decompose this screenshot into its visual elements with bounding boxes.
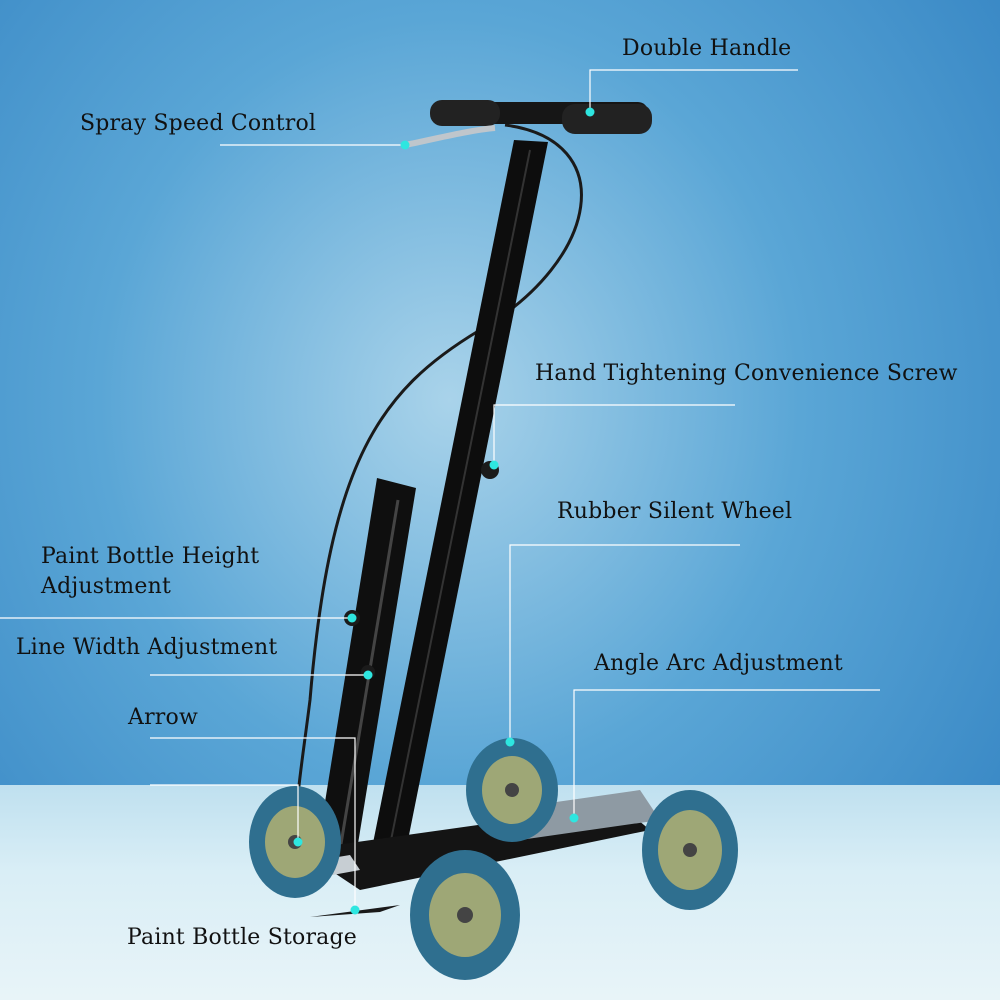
arrow-tip — [310, 905, 400, 917]
wheel-back-right — [466, 738, 558, 842]
label-arrow: Arrow — [128, 705, 198, 730]
grip-right — [562, 104, 652, 134]
grip-left — [430, 100, 500, 126]
label-double-handle: Double Handle — [622, 36, 792, 61]
wheel-back-left — [249, 786, 341, 898]
label-hand-tightening-screw: Hand Tightening Convenience Screw — [535, 361, 958, 386]
label-line-width-adjustment: Line Width Adjustment — [16, 635, 278, 660]
label-angle-arc-adjustment: Angle Arc Adjustment — [594, 651, 843, 676]
spray-lever — [404, 125, 496, 148]
wheel-front-left — [410, 850, 520, 980]
label-paint-bottle-height: Paint Bottle Height Adjustment — [41, 544, 260, 599]
width-knob — [361, 665, 375, 679]
label-paint-bottle-storage: Paint Bottle Storage — [127, 925, 358, 950]
height-knob — [344, 610, 360, 626]
label-rubber-silent-wheel: Rubber Silent Wheel — [557, 499, 793, 524]
wheel-front-right — [642, 790, 738, 910]
label-spray-speed-control: Spray Speed Control — [80, 111, 317, 136]
tightening-knob — [481, 461, 499, 479]
